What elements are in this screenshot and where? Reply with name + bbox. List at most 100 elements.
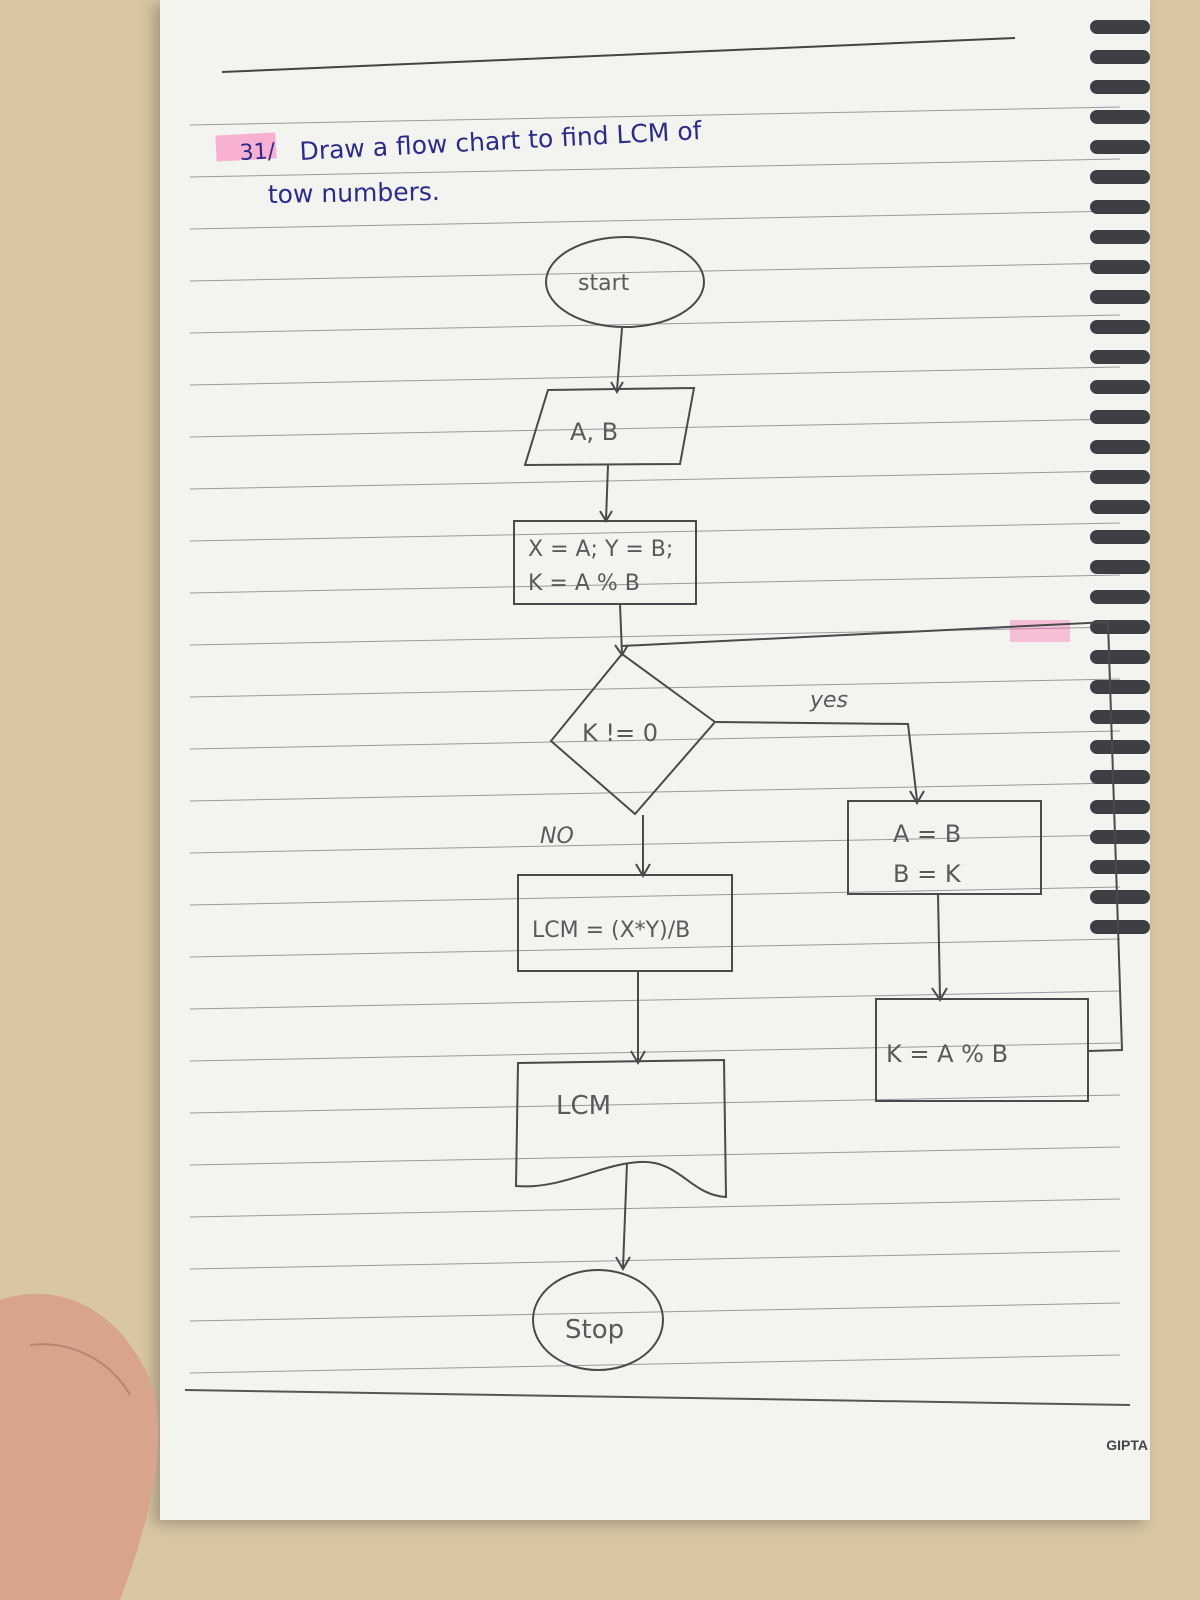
top-margin-line — [221, 37, 1016, 73]
notebook-brand: GIPTA — [1106, 1437, 1148, 1453]
spiral-ring — [1090, 170, 1150, 184]
spiral-ring — [1090, 230, 1150, 244]
start-label: start — [578, 271, 630, 296]
init-label-line-2: K = A % B — [528, 571, 640, 596]
spiral-ring — [1090, 590, 1150, 604]
spiral-binding — [1090, 20, 1150, 934]
stop-terminal — [532, 1269, 664, 1371]
ruled-line — [189, 834, 1121, 854]
ruled-line — [189, 1302, 1121, 1322]
swap-label-line-1: A = B — [893, 820, 961, 848]
spiral-ring — [1090, 890, 1150, 904]
arrowhead — [909, 790, 925, 805]
ruled-line — [189, 106, 1121, 126]
thumb — [0, 1293, 159, 1600]
ruled-line — [189, 938, 1121, 958]
ruled-line — [189, 366, 1121, 386]
stop-label: Stop — [565, 1315, 624, 1345]
spiral-ring — [1090, 110, 1150, 124]
ruled-line — [189, 522, 1121, 542]
spiral-ring — [1090, 50, 1150, 64]
spiral-ring — [1090, 200, 1150, 214]
heading-line-2: tow numbers. — [268, 177, 441, 209]
decision-label: K != 0 — [582, 719, 658, 747]
arrow-init-to-decision — [619, 603, 623, 655]
output-label: LCM — [556, 1091, 611, 1121]
spiral-ring — [1090, 470, 1150, 484]
arrowhead — [614, 644, 629, 657]
arrow-output-to-stop — [622, 1162, 628, 1269]
arrow-yes-branch — [714, 721, 918, 801]
arrowhead — [635, 863, 651, 878]
spiral-ring — [1090, 140, 1150, 154]
spiral-ring — [1090, 800, 1150, 814]
spiral-ring — [1090, 500, 1150, 514]
arrowhead — [610, 381, 624, 394]
spiral-ring — [1090, 710, 1150, 724]
arrowhead — [615, 1256, 631, 1271]
input-label: A, B — [570, 418, 618, 446]
spiral-ring — [1090, 920, 1150, 934]
decision-diamond — [549, 652, 717, 816]
input-parallelogram — [523, 386, 696, 467]
spiral-ring — [1090, 440, 1150, 454]
spiral-ring — [1090, 530, 1150, 544]
output-document — [514, 1058, 728, 1199]
update-label: K = A % B — [886, 1040, 1008, 1068]
spiral-ring — [1090, 260, 1150, 274]
loop-back-line — [621, 620, 1124, 1052]
spiral-ring — [1090, 680, 1150, 694]
ruled-line — [189, 730, 1121, 750]
yes-label: yes — [809, 688, 848, 713]
spiral-ring — [1090, 350, 1150, 364]
arrowhead — [931, 987, 948, 1002]
spiral-ring — [1090, 320, 1150, 334]
bottom-margin-line — [184, 1389, 1131, 1406]
ruled-line — [189, 1250, 1121, 1270]
ruled-line — [189, 1042, 1121, 1062]
arrow-swap-to-update — [937, 893, 941, 999]
spiral-ring — [1090, 20, 1150, 34]
heading-number: 31/ — [239, 139, 276, 166]
ruled-line — [189, 574, 1121, 594]
spiral-ring — [1090, 860, 1150, 874]
spiral-ring — [1090, 650, 1150, 664]
ruled-line — [189, 210, 1121, 230]
ruled-line — [189, 1354, 1121, 1374]
compute-process-box — [517, 874, 733, 972]
ruled-line — [189, 1146, 1121, 1166]
spiral-ring — [1090, 380, 1150, 394]
spiral-ring — [1090, 290, 1150, 304]
spiral-ring — [1090, 80, 1150, 94]
arrowhead — [599, 510, 613, 523]
start-terminal — [545, 236, 705, 328]
spiral-ring — [1090, 830, 1150, 844]
ruled-line — [189, 470, 1121, 490]
highlight-mark-right — [1010, 620, 1070, 642]
swap-label-line-2: B = K — [893, 860, 962, 888]
arrow-input-to-init — [605, 464, 609, 521]
highlight-mark — [215, 132, 277, 162]
spiral-ring — [1090, 620, 1150, 634]
spiral-ring — [1090, 560, 1150, 574]
arrow-start-to-input — [616, 327, 623, 391]
init-label-line-1: X = A; Y = B; — [528, 537, 673, 562]
arrowhead — [630, 1050, 646, 1065]
swap-process-box — [847, 800, 1042, 895]
ruled-line — [189, 626, 1121, 646]
spiral-ring — [1090, 740, 1150, 754]
ruled-line — [189, 678, 1121, 698]
ruled-line — [189, 262, 1121, 282]
heading-line-1: Draw a flow chart to find LCM of — [299, 116, 703, 166]
thumb-crease — [29, 1343, 131, 1396]
ruled-line — [189, 886, 1121, 906]
ruled-line — [189, 990, 1121, 1010]
spiral-ring — [1090, 770, 1150, 784]
ruled-line — [189, 158, 1121, 178]
spiral-ring — [1090, 410, 1150, 424]
ruled-line — [189, 1198, 1121, 1218]
no-label: NO — [540, 824, 574, 849]
compute-label: LCM = (X*Y)/B — [532, 918, 690, 943]
